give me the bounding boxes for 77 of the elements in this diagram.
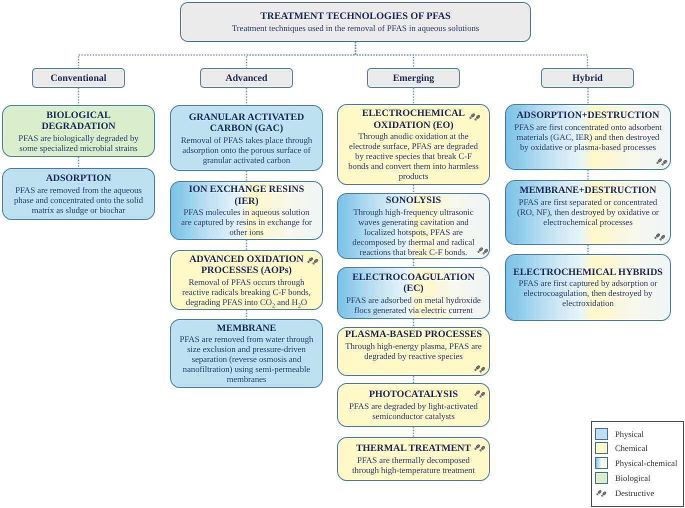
box-description: PFAS are biologically degraded by some specialized microbial strains <box>18 132 139 152</box>
connector-line <box>246 171 248 181</box>
process-box <box>505 180 671 245</box>
box-heading: MEMBRANE <box>216 322 276 334</box>
process-box <box>337 383 490 427</box>
box-description: PFAS are removed from the aqueous phase and concentrated onto the solid matrix as sludge or biochar <box>14 184 144 215</box>
process-box <box>170 181 323 240</box>
process-box <box>170 250 323 310</box>
box-heading: ADVANCED OXIDATION PROCESSES (AOPs) <box>189 254 304 276</box>
box-description: Removal of PFAS takes place through adsorption onto the porous surface of granular activated carbon <box>180 134 312 164</box>
process-box <box>337 327 490 376</box>
box-heading: ADSORPTION+DESTRUCTION <box>516 110 660 121</box>
box-heading: BIOLOGICAL DEGRADATION <box>42 110 116 132</box>
box-heading: PHOTOCATALYSIS <box>369 389 458 400</box>
box-description: PFAS molecules in aqueous solution are captured by resins in exchange for other ions <box>181 207 312 237</box>
connector-line <box>246 88 248 105</box>
connector-line <box>78 157 80 168</box>
category-box <box>541 68 634 88</box>
box-description: PFAS are degraded by light-activated semiconductor catalysts <box>349 400 478 421</box>
box-heading: ELECTROCOAGULATION (EC) <box>352 272 475 294</box>
box-description: Through high-frequency ultrasonic waves generating cavitation and localized hotspots, PFAS are decomposed by thermal and radical reactions that break C-F bonds. <box>352 206 475 257</box>
box-heading: THERMAL TREATMENT <box>356 443 471 454</box>
box-description: Treatment techniques used in the removal of PFAS in aqueous solutions <box>232 23 480 33</box>
process-box <box>337 104 490 185</box>
box-description: PFAS are first captured by adsorption or electrocoagulation, then destroyed by electroxidation <box>518 278 658 308</box>
box-heading: GRANULAR ACTIVATED CARBON (GAC) <box>188 112 304 134</box>
category-label: Emerging <box>392 72 434 84</box>
category-label: Advanced <box>226 72 268 84</box>
category-box <box>200 68 293 88</box>
legend-label: Destructive <box>615 488 654 498</box>
process-box <box>170 105 323 171</box>
connector-line <box>587 88 589 104</box>
box-heading: ADSORPTION <box>46 173 112 184</box>
connector-line <box>354 42 588 68</box>
connector-line <box>412 185 414 193</box>
box-heading: ELECTROCHEMICAL HYBRIDS <box>513 266 663 278</box>
box-heading: PLASMA-BASED PROCESSES <box>345 329 482 340</box>
legend-label: Physical-chemical <box>615 458 678 468</box>
connector-line <box>412 376 414 383</box>
box-heading: ION EXCHANGE RESINS (IER) <box>188 184 304 206</box>
category-label: Hybrid <box>572 72 603 84</box>
box-description: PFAS are thermally decomposed through high-temperature treatment <box>352 454 475 475</box>
connector-line <box>78 88 80 105</box>
legend-label: Biological <box>615 472 650 483</box>
connector-line <box>412 259 414 267</box>
process-box <box>505 254 671 321</box>
box-description: PFAS are adsorbed on metal hydroxide flocs generated via electric current <box>346 294 481 314</box>
category-box <box>367 68 460 88</box>
process-box <box>337 267 490 319</box>
category-box <box>32 68 125 88</box>
box-heading: ELECTROCHEMICAL OXIDATION (EO) <box>362 108 465 130</box>
legend-label: Physical <box>615 428 644 438</box>
legend-label: Chemical <box>615 443 648 454</box>
connector-line <box>246 240 248 250</box>
box-description: Through high-energy plasma, PFAS are degraded by reactive species <box>345 340 482 360</box>
box-description: PFAS are removed from water through size exclusion and pressure-driven separation (reverse osmosis and nanofiltration) using semi-permeable membranes <box>180 334 314 384</box>
connector-line <box>412 88 414 104</box>
process-box <box>337 193 490 259</box>
box-description: PFAS are first separated or concentrated (RO, NF), then destroyed by oxidative or electrochemical processes <box>517 196 659 226</box>
connector-line <box>412 319 414 327</box>
connector-line <box>587 245 589 254</box>
box-heading: MEMBRANE+DESTRUCTION <box>520 185 656 196</box>
box-description: PFAS are first concentrated onto adsorbent materials (GAC, IER) and then destroyed by oxidative or plasma-based processes <box>514 122 662 152</box>
process-box <box>2 168 155 220</box>
box-description: Removal of PFAS occurs through reactive radicals breaking C-F bonds, degrading PFAS into CO$_{2}$ and H$_{2}$O <box>182 276 311 306</box>
process-box <box>2 105 155 157</box>
category-label: Conventional <box>50 72 107 84</box>
connector-line <box>412 427 414 437</box>
box-heading: SONOLYSIS <box>386 195 442 206</box>
title-box <box>180 2 531 42</box>
connector-line <box>246 310 248 319</box>
box-heading: TREATMENT TECHNOLOGIES OF PFAS <box>260 11 451 22</box>
connector-line <box>587 170 589 180</box>
process-box <box>170 319 323 388</box>
box-description: Through anodic oxidation at the electrode surface, PFAS are degraded by reactive species that break C-F bonds and convert them into harmless products <box>348 131 479 181</box>
process-box <box>505 104 671 170</box>
process-box <box>337 437 490 481</box>
